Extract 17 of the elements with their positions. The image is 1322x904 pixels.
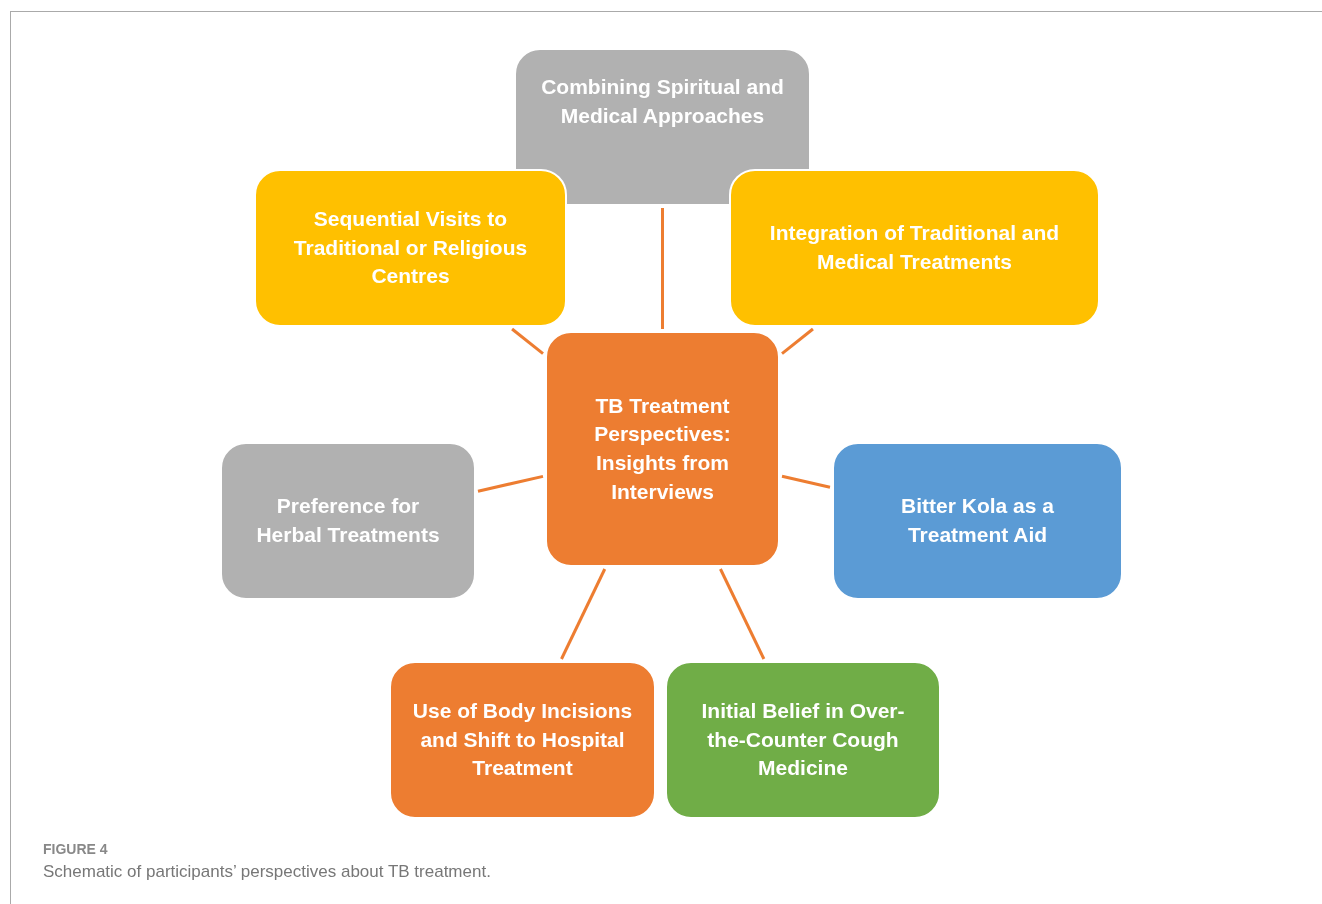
topic-box: Sequential Visits to Traditional or Religious Centres <box>254 169 567 327</box>
caption: Schematic of participants’ perspectives about TB treatment. <box>43 862 491 882</box>
connector-line <box>661 208 664 329</box>
central-topic-box: TB Treatment Perspectives: Insights from Interviews <box>545 331 780 567</box>
topic-box: Use of Body Incisions and Shift to Hospital Treatment <box>389 661 656 819</box>
topic-box: Combining Spiritual and Medical Approaches <box>514 48 811 206</box>
topic-box: Bitter Kola as a Treatment Aid <box>832 442 1123 600</box>
topic-box: Initial Belief in Over-the-Counter Cough Medicine <box>665 661 941 819</box>
connector-line <box>477 474 544 493</box>
topic-box: Integration of Traditional and Medical Treatments <box>729 169 1100 327</box>
connector-line <box>719 568 766 660</box>
connector-line <box>511 327 544 355</box>
connector-line <box>781 474 831 489</box>
topic-box: Preference for Herbal Treatments <box>220 442 476 600</box>
figure-label: FIGURE 4 <box>43 841 108 857</box>
connector-line <box>560 568 607 660</box>
connector-line <box>781 327 814 355</box>
